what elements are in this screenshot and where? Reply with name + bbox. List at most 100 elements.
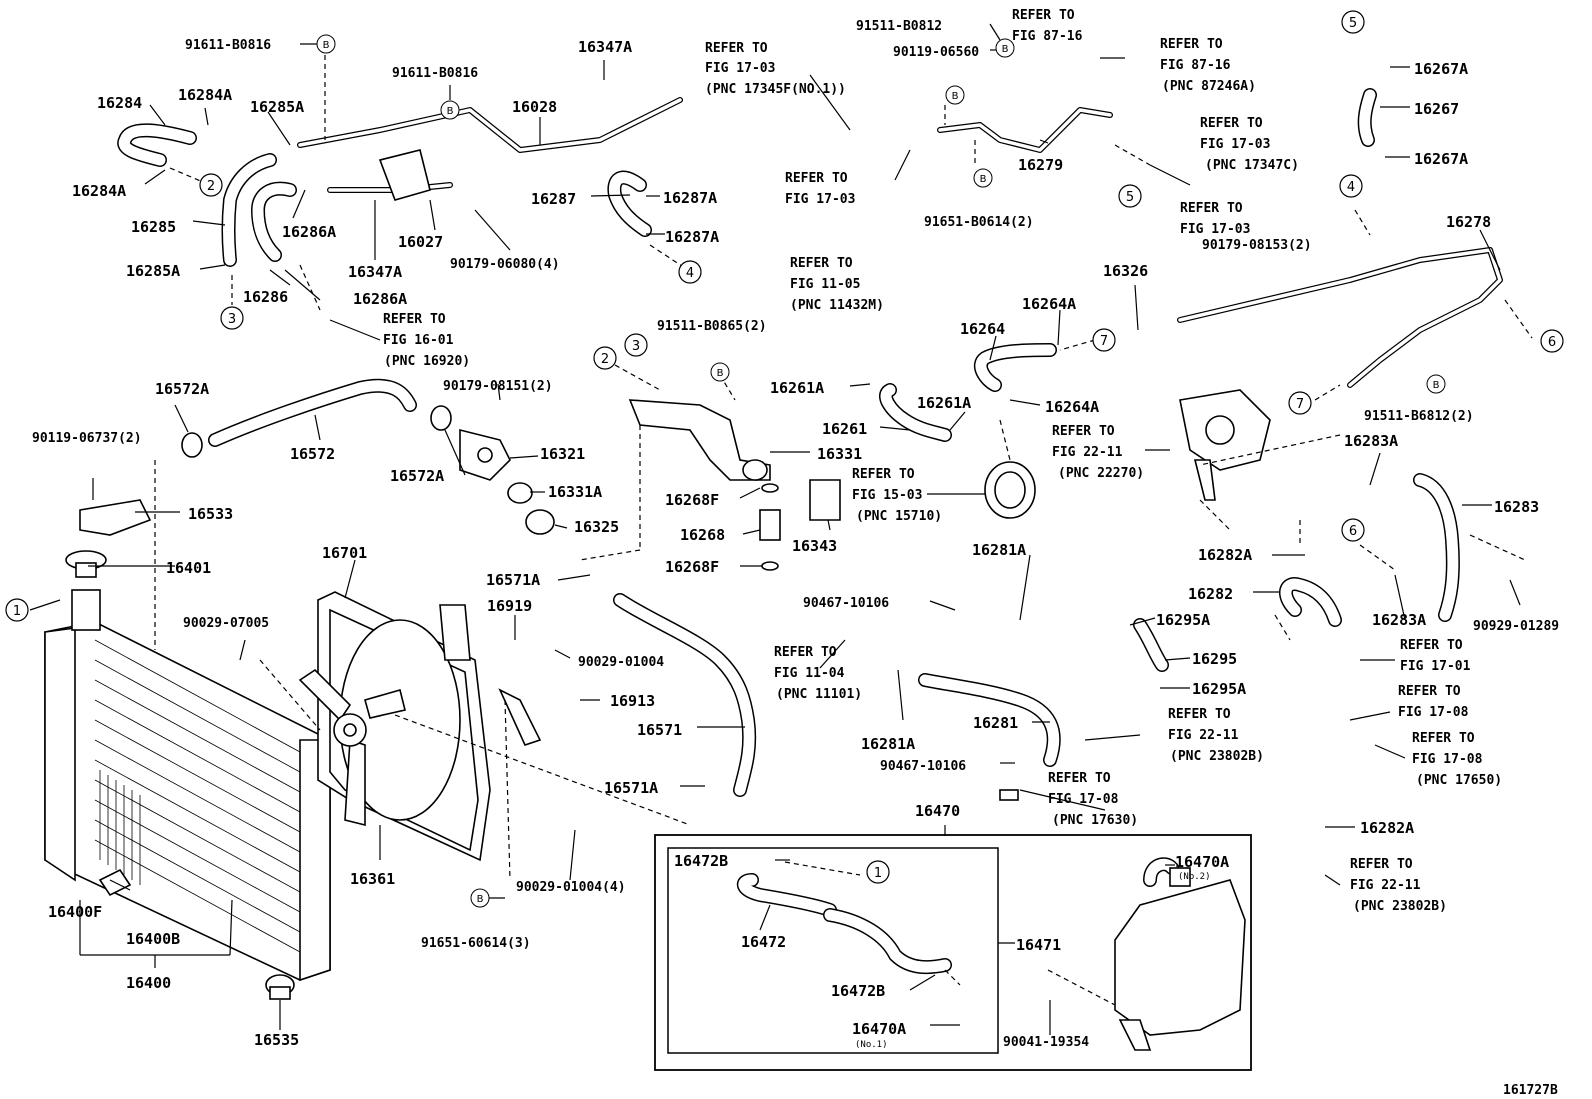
callout: 16282A: [1198, 546, 1252, 564]
callout: 16285A: [126, 262, 180, 280]
callout: 91511-B0865(2): [657, 319, 767, 334]
svg-text:(PNC 17650): (PNC 17650): [1416, 773, 1502, 788]
callout: 16919: [487, 597, 532, 615]
hose-16295: [1133, 618, 1169, 672]
callout: 16284: [97, 94, 142, 112]
leader-lines: [29, 23, 1521, 1035]
marker-4-right: 4: [1339, 174, 1363, 198]
svg-text:FIG 16-01: FIG 16-01: [383, 333, 454, 348]
b-marker: B: [1426, 374, 1446, 394]
refer-note: REFER TO FIG 17-08: [1398, 684, 1469, 720]
callout: 90929-01289: [1473, 619, 1559, 634]
callout: 90041-19354: [1003, 1035, 1089, 1050]
svg-text:5: 5: [1349, 16, 1357, 31]
svg-text:7: 7: [1296, 397, 1304, 412]
gasket-16325: [507, 482, 555, 535]
svg-text:REFER TO: REFER TO: [1012, 8, 1075, 23]
svg-text:FIG 87-16: FIG 87-16: [1012, 29, 1083, 44]
hose-16283: [1413, 473, 1460, 622]
callout: 90179-06080(4): [450, 257, 560, 272]
hose-16284: [117, 123, 197, 167]
svg-text:REFER TO: REFER TO: [1052, 424, 1115, 439]
marker-5-mid: 5: [1118, 184, 1142, 208]
water-inlet-assembly: [1179, 389, 1271, 501]
callout: 16283A: [1372, 611, 1426, 629]
refer-note: REFER TO FIG 17-03 (PNC 17345F(NO.1)): [705, 41, 846, 97]
b-marker: B: [710, 362, 730, 382]
svg-text:FIG 17-03: FIG 17-03: [785, 192, 855, 207]
callout: 91511-B6812(2): [1364, 409, 1474, 424]
callout: 16261: [822, 420, 867, 438]
svg-text:FIG 11-05: FIG 11-05: [790, 277, 860, 292]
callout: 16295: [1192, 650, 1237, 668]
callout-sub: (No.1): [855, 1040, 888, 1050]
callout: 16470A: [852, 1020, 906, 1038]
marker-2-left: 2: [199, 173, 223, 197]
callout: 16343: [792, 537, 837, 555]
callout: 16261A: [770, 379, 824, 397]
b-markers: B B B B B B B B: [316, 34, 1446, 908]
refer-note: REFER TO FIG 17-03: [785, 171, 855, 207]
svg-text:B: B: [952, 91, 959, 102]
svg-text:FIG 22-11: FIG 22-11: [1168, 728, 1239, 743]
svg-text:REFER TO: REFER TO: [1160, 37, 1223, 52]
callout: 90029-01004(4): [516, 880, 626, 895]
svg-text:REFER TO: REFER TO: [1200, 116, 1263, 131]
refer-note: REFER TO FIG 17-03 (PNC 17347C): [1200, 116, 1299, 173]
water-pump-part: [984, 461, 1036, 519]
callout: 91651-B0614(2): [924, 215, 1034, 230]
callout: 90029-07005: [183, 616, 269, 631]
svg-text:REFER TO: REFER TO: [774, 645, 837, 660]
svg-text:(PNC 15710): (PNC 15710): [856, 509, 942, 524]
marker-3-center: 3: [624, 333, 648, 357]
callout: 16325: [574, 518, 619, 536]
pipe-16279: [937, 107, 1113, 153]
callout: 16472: [741, 933, 786, 951]
callout: 16400B: [126, 930, 180, 948]
marker-1-left: 1: [5, 598, 29, 622]
callout: 16284A: [72, 182, 126, 200]
svg-text:B: B: [1002, 44, 1009, 55]
marker-4-top: 4: [678, 260, 702, 284]
callout: 16281A: [861, 735, 915, 753]
upper-radiator-hose: [208, 378, 417, 447]
svg-text:B: B: [1433, 380, 1440, 391]
callout: 16027: [398, 233, 443, 251]
pipe-16028: [297, 97, 683, 153]
refer-note: REFER TO FIG 17-08 (PNC 17650): [1412, 731, 1502, 788]
callout: 16281A: [972, 541, 1026, 559]
callout: 91611-B0816: [185, 38, 271, 53]
callout: 90467-10106: [880, 759, 966, 774]
callout: 16295A: [1156, 611, 1210, 629]
svg-text:B: B: [323, 40, 330, 51]
svg-text:B: B: [477, 894, 484, 905]
callout: 16285: [131, 218, 176, 236]
callout: 16571: [637, 721, 682, 739]
part-callouts: 16284 16284A 16284A 16285A 16285 16285A …: [32, 19, 1559, 1050]
gasket-16343: [809, 479, 841, 521]
callout-sub: (No.2): [1178, 872, 1211, 882]
svg-text:2: 2: [207, 179, 215, 194]
figure-code: 161727B: [1503, 1083, 1558, 1098]
svg-text:1: 1: [874, 866, 882, 881]
refer-note: REFER TO FIG 87-16: [1012, 8, 1083, 44]
svg-text:FIG 22-11: FIG 22-11: [1350, 878, 1421, 893]
callout: 16326: [1103, 262, 1148, 280]
refer-note: REFER TO FIG 11-05 (PNC 11432M): [790, 256, 884, 313]
svg-text:FIG 17-08: FIG 17-08: [1048, 792, 1119, 807]
marker-1-inset: 1: [866, 860, 890, 884]
b-marker: B: [973, 168, 993, 188]
reference-notes: REFER TO FIG 17-03 (PNC 17345F(NO.1)) RE…: [383, 8, 1502, 914]
callout: 16572A: [390, 467, 444, 485]
callout: 16571A: [604, 779, 658, 797]
refer-note: REFER TO FIG 22-11 (PNC 22270): [1052, 424, 1144, 481]
refer-note: REFER TO FIG 16-01 (PNC 16920): [383, 312, 470, 369]
callout: 16285A: [250, 98, 304, 116]
callout: 16268: [680, 526, 725, 544]
callout: 16347A: [348, 263, 402, 281]
callout: 16264A: [1022, 295, 1076, 313]
pipe-16027: [327, 149, 453, 201]
cushion-16535: [265, 974, 295, 1000]
svg-text:REFER TO: REFER TO: [1400, 638, 1463, 653]
